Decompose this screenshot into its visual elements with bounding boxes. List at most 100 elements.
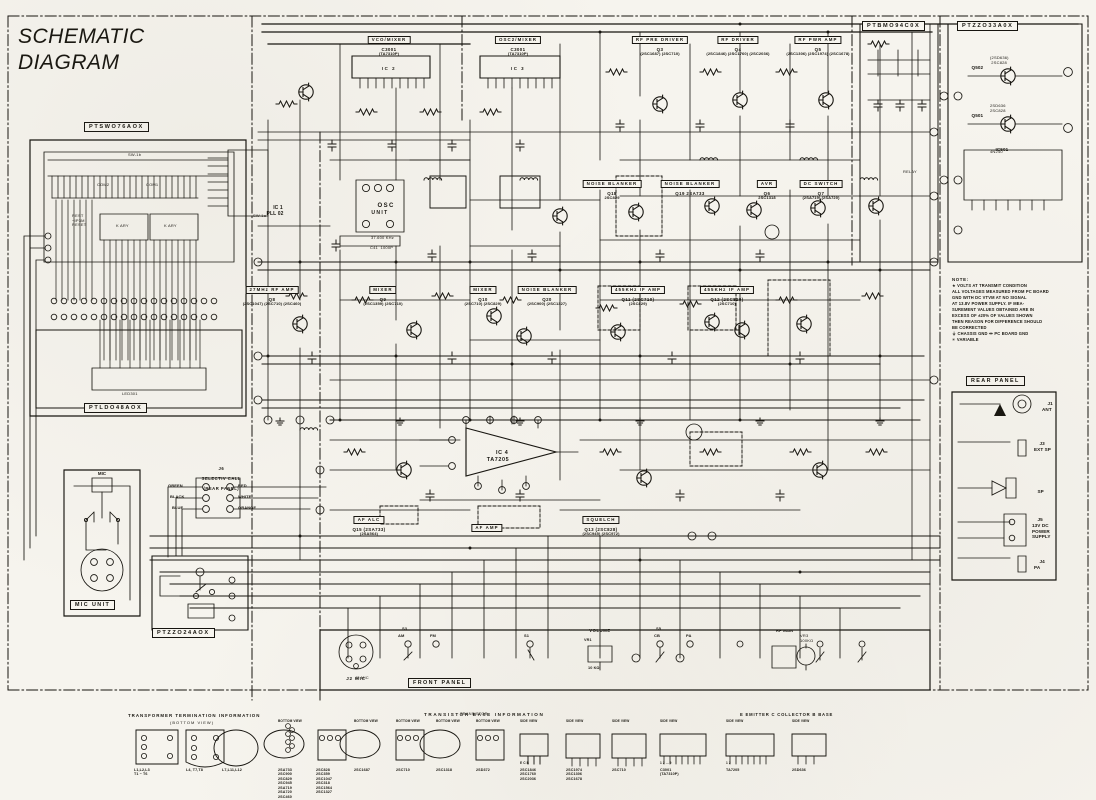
annotation-11: J2 MIC — [355, 675, 369, 680]
legend-pkg-parts-2: 2SC1687 — [354, 768, 371, 772]
stage-device-nb20: Q20 — [542, 296, 552, 302]
stage-title-dcsw: DC SWITCH — [799, 180, 843, 189]
annotation-2: COM2 — [97, 182, 110, 187]
stage-title-rfpre: RF PRE DRIVER — [631, 36, 689, 45]
stage-part-rfpre: (2SC1687) (2SC710) — [640, 50, 680, 56]
stage-part-afalc: (2SA564) — [360, 530, 378, 536]
selcall-wire-blue: BLUE — [172, 505, 184, 510]
stage-device-nb18: Q18 — [607, 190, 617, 196]
legend-pkg-view-9: SIDE VIEW — [660, 719, 678, 723]
annotation-7: REST −IP3M RESET — [72, 213, 87, 228]
title-line-1: SCHEMATIC — [18, 25, 145, 48]
note-heading: NOTE: — [952, 277, 969, 282]
legend-pkg-parts-4: 2SC1318 — [436, 768, 453, 772]
stage-part-nb18: 2SC829 — [604, 194, 620, 200]
stage-part-vco: (TA7310P) — [378, 50, 400, 56]
mic-label: MIC — [97, 471, 107, 476]
switch-s1-ref: S1 — [524, 633, 530, 638]
q501-part: 2SD636 2SC828 — [990, 103, 1006, 113]
stage-title-osc2: OSC2/MIXER — [494, 36, 542, 45]
legend-pkg-parts-0: 2SA733 2SC900 2SC829 2SC945 2SA719 2SA72… — [278, 768, 292, 799]
stage-part-mix9: (2SC1359) (2SC710) — [363, 300, 403, 306]
legend-xfmr-item-0: L1,L2,L3 T1 ~ T6 — [134, 768, 150, 777]
legend-pkg-parts-9: C3001 (TA7310P) — [660, 768, 679, 777]
stage-device-rfpre: Q3 — [656, 46, 664, 52]
stage-part-if12: (2SC710) — [718, 300, 736, 306]
stage-title-rfpwr: RF PWR AMP — [794, 36, 842, 45]
stage-part-mix10: (2SC710) (2SC829) — [464, 300, 502, 306]
legend-pkg-view-3: BOTTOM VIEW — [396, 719, 420, 723]
legend-pkg-view-7: SIDE VIEW — [566, 719, 584, 723]
switch-fm-label: FM — [430, 633, 436, 638]
stage-title-mix9: MIXER — [369, 286, 397, 295]
stage-title-avr: AVR — [756, 180, 778, 189]
selcall-wire-white: WHITE — [238, 494, 252, 499]
stage-part-rfpwr: (2SC1306) (2SC1974) (2SC1678) — [786, 50, 850, 56]
stage-device-if11: Q11 (2SC710) — [621, 296, 655, 302]
q501-callout: Q501 — [971, 113, 984, 119]
annotation-9: C41 1000P — [370, 245, 394, 250]
legend-transformer-sub: (BOTTOM VIEW) — [170, 720, 215, 725]
stage-title-if11: 455KHz IF AMP — [610, 286, 666, 295]
legend-pkg-parts-3: 2SC710 — [396, 768, 410, 772]
legend-transistor-title: TRANSISTOR BASE INFORMATION — [424, 712, 545, 717]
ic501-part: 4N240 — [990, 149, 1003, 154]
legend-pkg-parts-7: 2SC1974 2SC1306 2SC1678 — [566, 768, 583, 781]
selcall-wire-green: GREEN — [168, 483, 183, 488]
stage-device-afalc: Q15 (2SA733) — [352, 526, 386, 532]
legend-xfmr-item-2: L7,L11,L12 — [222, 768, 242, 772]
annotation-1: SW-1a — [253, 213, 267, 218]
legend-pkg-view-8: SIDE VIEW — [612, 719, 630, 723]
annotation-4: LED301 — [122, 391, 138, 396]
stage-title-rfdrv: RF DRIVER — [717, 36, 759, 45]
board-label-ptzzo33a0x: PTZZO33A0X — [957, 21, 1019, 31]
panel-label-mic-unit: MIC UNIT — [70, 600, 116, 610]
stage-title-nb18: NOISE BLANKER — [582, 180, 642, 189]
legend-pkg-parts-5: 2SD372 — [476, 768, 490, 772]
stage-device-avr: Q6 — [763, 190, 771, 196]
panel-label-front: FRONT PANEL — [408, 678, 472, 688]
annotation-6: K ARY — [164, 223, 177, 228]
switch-s5-ref: S5 — [656, 626, 662, 631]
annotation-5: K ARY — [116, 223, 129, 228]
volume-value: 10 KΩ — [588, 666, 600, 670]
rf-gain-label: RF GAIN — [776, 628, 794, 633]
q502-part: (2SD636) 2SC828 — [990, 55, 1009, 65]
stage-title-mix10: MIXER — [469, 286, 497, 295]
legend-pkg-pins-9: 1 2 ... 9 — [660, 761, 672, 765]
switch-cb-label: CB — [654, 633, 660, 638]
stage-device-if12: Q12 (2SC829) — [710, 296, 744, 302]
board-label-ptzzo24aox: PTZZO24AOX — [152, 628, 215, 638]
title-line-2: DIAGRAM — [18, 50, 120, 74]
legend-pkg-parts-10: TA7205 — [726, 768, 740, 772]
switch-s3-ref: S3 — [402, 626, 408, 631]
stage-device-mix9: Q9 — [379, 296, 387, 302]
stage-title-vco: VCO/MIXER — [367, 36, 411, 45]
rf-gain-value: VR3 100KΩ — [800, 633, 814, 643]
stage-title-nb20: NOISE BLANKER — [517, 286, 577, 295]
legend-pkg-parts-6: 2SC1846 2SC1760 2SC2036 — [520, 768, 537, 781]
switch-am-label: AM — [398, 633, 405, 638]
stage-title-afalc: AF ALC — [353, 516, 385, 525]
stage-title-rfamp: 27MHz RF AMP — [245, 286, 299, 295]
stage-part-dcsw: (2SA719) (2SA720) — [802, 194, 840, 200]
selcall-title: J6 SELECTIV CALL (REAR PANEL) — [201, 465, 241, 491]
legend-pkg-view-6: SIDE VIEW — [520, 719, 538, 723]
